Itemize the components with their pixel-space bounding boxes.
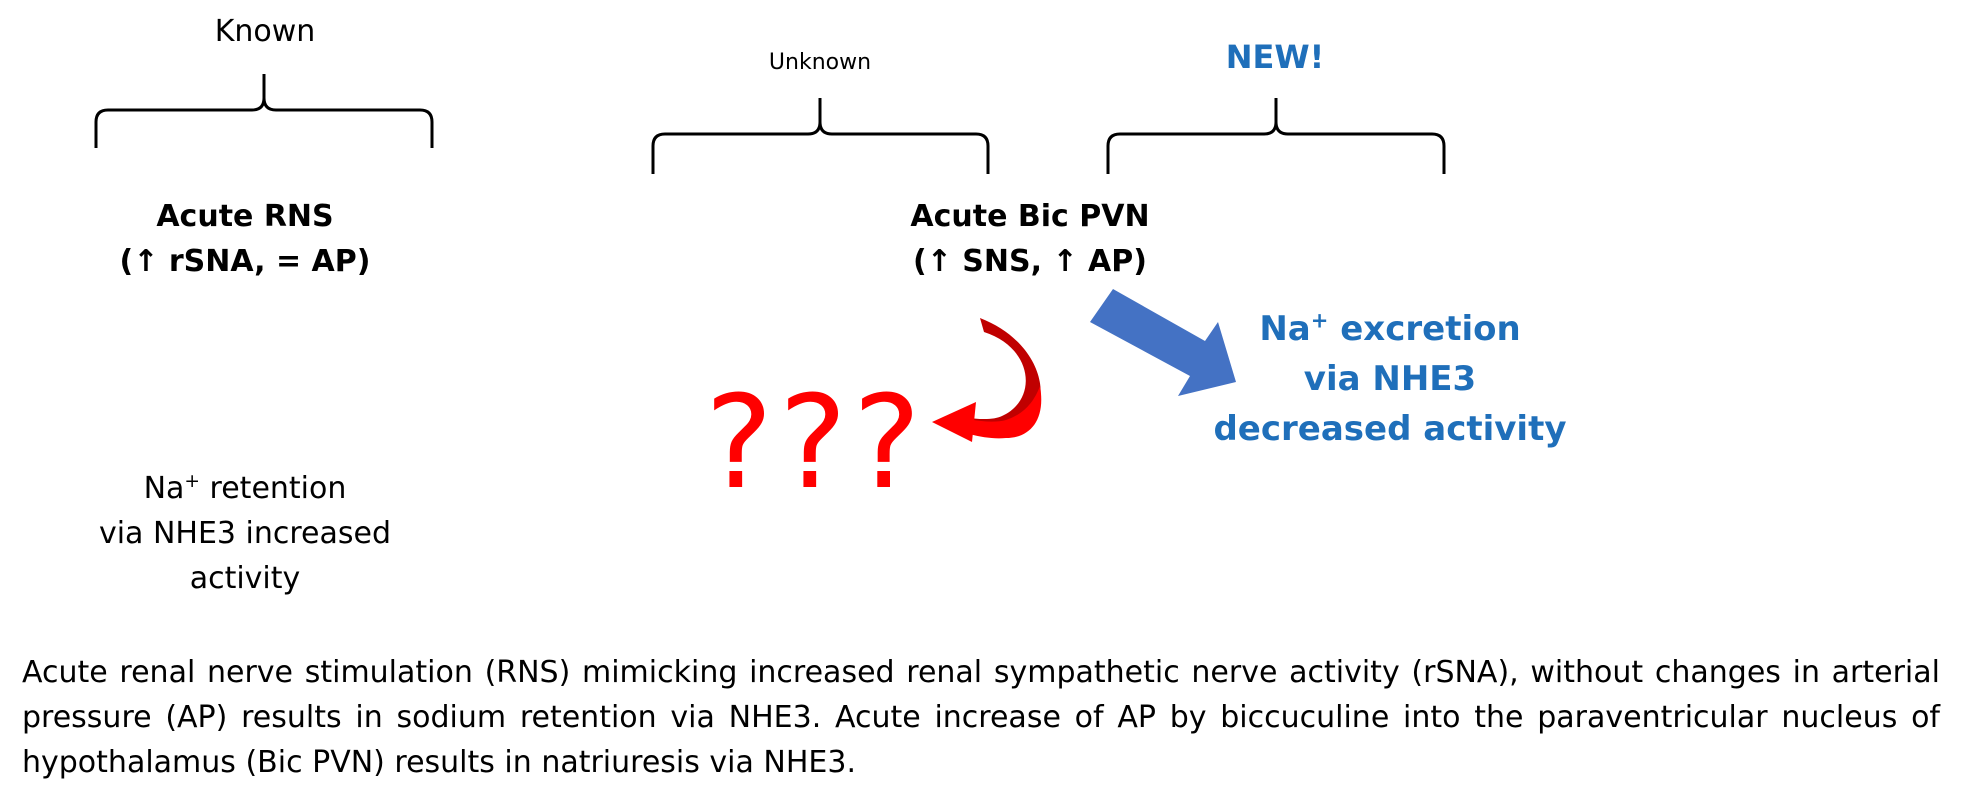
acute-rns-title: Acute RNS: [156, 199, 334, 234]
na-excretion-line3: decreased activity: [1213, 409, 1567, 449]
new-brace: [1106, 98, 1446, 174]
acute-bic-pvn-title: Acute Bic PVN: [910, 199, 1150, 234]
acute-bic-pvn-subtitle: (↑ SNS, ↑ AP): [913, 244, 1147, 279]
na-retention-line1: Na+ retention: [143, 470, 347, 506]
na-retention-line2: via NHE3 increased: [98, 516, 392, 551]
na-excretion-line2: via NHE3: [1303, 359, 1477, 399]
question-marks: ???: [705, 369, 927, 518]
new-label: NEW!: [1225, 38, 1325, 76]
na-retention-block: Na+ retention via NHE3 increased activit…: [90, 466, 400, 601]
unknown-label: Unknown: [768, 50, 872, 75]
known-brace: [94, 74, 434, 148]
unknown-brace: [651, 98, 990, 174]
blue-arrow-icon: [1090, 289, 1236, 396]
known-label: Known: [214, 14, 316, 49]
figure-caption: Acute renal nerve stimulation (RNS) mimi…: [22, 655, 1940, 780]
acute-bic-pvn-block: Acute Bic PVN (↑ SNS, ↑ AP): [880, 194, 1180, 284]
acute-rns-subtitle: (↑ rSNA, = AP): [119, 244, 371, 279]
na-excretion-line1: Na+ excretion: [1259, 307, 1521, 349]
na-excretion-block: Na+ excretion via NHE3 decreased activit…: [1210, 304, 1570, 454]
red-curved-arrow-icon: [932, 318, 1042, 442]
acute-rns-block: Acute RNS (↑ rSNA, = AP): [100, 194, 390, 284]
na-retention-line3: activity: [189, 561, 301, 596]
